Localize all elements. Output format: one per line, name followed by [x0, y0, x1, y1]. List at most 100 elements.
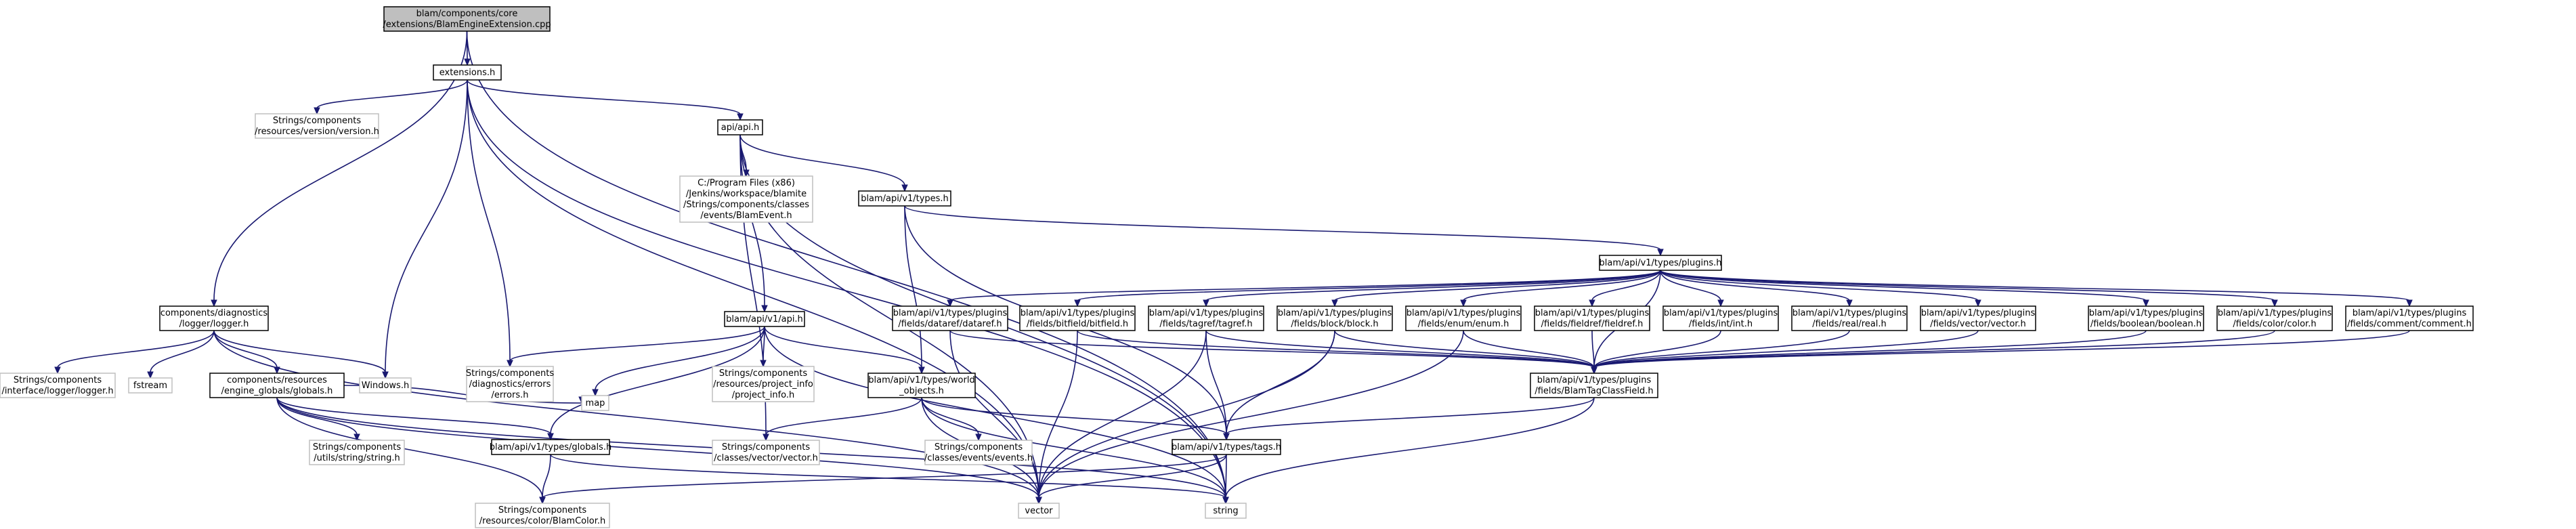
edge-arrowhead	[1331, 299, 1338, 308]
node-tags-h[interactable]: blam/api/v1/types/tags.h	[1172, 439, 1281, 455]
node-color-h[interactable]: blam/api/v1/types/plugins/fields/color/c…	[2216, 305, 2333, 331]
edge-line	[1660, 270, 2147, 301]
edge-line	[1226, 397, 1595, 435]
node-blamtagclassfield-h[interactable]: blam/api/v1/types/plugins/fields/BlamTag…	[1530, 373, 1658, 398]
edge-line	[1334, 330, 1595, 368]
node-label: blam/api/v1/types/plugins	[1278, 308, 1392, 318]
edge-line	[1463, 270, 1661, 301]
node-label: /interface/logger/logger.h	[1, 386, 113, 396]
node-label: blam/api/v1/types/plugins	[2218, 308, 2332, 318]
node-windows-h: Windows.h	[359, 377, 412, 394]
node-label: /resources/version/version.h	[255, 127, 379, 137]
node-box	[1662, 305, 1779, 331]
edge-arrowhead	[947, 299, 953, 308]
node-box	[128, 377, 173, 394]
node-label: /errors.h	[492, 390, 529, 400]
dependency-edge	[1035, 330, 1464, 505]
node-comment-h[interactable]: blam/api/v1/types/plugins/fields/comment…	[2345, 305, 2474, 331]
node-api-h[interactable]: api/api.h	[717, 119, 763, 135]
dependency-edge	[921, 397, 1230, 441]
node-real-h[interactable]: blam/api/v1/types/plugins/fields/real/re…	[1791, 305, 1908, 331]
node-label: /fields/enum/enum.h	[1418, 319, 1509, 329]
node-bitfield-h[interactable]: blam/api/v1/types/plugins/fields/bitfiel…	[1019, 305, 1136, 331]
node-globals-h[interactable]: blam/api/v1/types/globals.h	[490, 439, 611, 455]
dependency-edge	[1660, 270, 1853, 308]
node-box	[383, 6, 551, 32]
dependency-edge	[1591, 330, 1850, 375]
node-box	[255, 113, 379, 139]
dependency-edge	[949, 330, 1597, 375]
edge-arrowhead	[353, 433, 360, 442]
node-label: /fields/boolean/boolean.h	[2090, 319, 2202, 329]
dependency-edge	[1591, 330, 1721, 375]
dependency-edge	[507, 326, 765, 368]
edge-arrowhead	[2271, 299, 2278, 308]
node-version-h: Strings/components/resources/version/ver…	[255, 113, 379, 139]
edge-arrowhead	[763, 433, 769, 442]
node-root[interactable]: blam/components/core/extensions/BlamEngi…	[383, 6, 551, 32]
dependency-edge	[1660, 270, 1981, 308]
node-label: /Strings/components/classes	[683, 200, 809, 210]
node-box	[717, 119, 763, 135]
node-block-h[interactable]: blam/api/v1/types/plugins/fields/block/b…	[1276, 305, 1393, 331]
node-label: blam/api/v1/types/plugins	[1921, 308, 2036, 318]
node-enum-h[interactable]: blam/api/v1/types/plugins/fields/enum/en…	[1405, 305, 1522, 331]
node-label: /classes/events/events.h	[924, 453, 1033, 463]
edge-line	[1593, 330, 2275, 368]
edge-arrowhead	[760, 360, 767, 368]
edge-arrowhead	[547, 433, 554, 441]
node-label: /classes/vector/vector.h	[714, 453, 818, 463]
node-label: /fields/fieldref/fieldref.h	[1541, 319, 1644, 329]
node-box	[1205, 503, 1247, 519]
node-label: /resources/project_info	[713, 379, 813, 389]
dependency-edge	[539, 454, 1227, 505]
node-label: Strings/components	[14, 375, 102, 385]
node-v1api-h[interactable]: blam/api/v1/api.h	[724, 311, 805, 327]
node-logger-h[interactable]: components/diagnostics/logger/logger.h	[159, 305, 269, 331]
node-events-h: Strings/components/classes/events/events…	[924, 440, 1033, 465]
dependency-edge	[1223, 397, 1595, 441]
edge-line	[904, 205, 1661, 251]
node-label: blam/api/v1/types/plugins	[2353, 308, 2467, 318]
node-box	[475, 503, 610, 528]
node-fstream: fstream	[128, 377, 173, 394]
node-box	[2088, 305, 2204, 331]
edge-line	[385, 79, 468, 373]
node-box	[924, 440, 1033, 465]
dependency-edge	[1463, 330, 1597, 375]
edge-arrowhead	[147, 371, 154, 379]
edge-arrowhead	[1975, 299, 1981, 308]
dependency-edge	[1460, 270, 1661, 308]
edge-line	[921, 397, 1226, 499]
node-box	[0, 373, 116, 398]
node-world-objects-h[interactable]: blam/api/v1/types/world_objects.h	[867, 373, 976, 398]
edge-arrowhead	[1591, 366, 1597, 375]
nodes-layer: blam/components/core/extensions/BlamEngi…	[0, 6, 2474, 528]
dependency-edge	[1589, 270, 1661, 308]
node-plugins-h[interactable]: blam/api/v1/types/plugins.h	[1599, 255, 1722, 271]
dependency-edge	[467, 79, 513, 368]
edge-line	[1660, 270, 2410, 301]
edge-line	[1660, 270, 1850, 301]
dependency-edge	[1331, 270, 1661, 308]
node-fieldref-h[interactable]: blam/api/v1/types/plugins/fields/fieldre…	[1534, 305, 1650, 331]
node-vector-fld-h[interactable]: blam/api/v1/types/plugins/fields/vector/…	[1920, 305, 2036, 331]
node-dataref-h[interactable]: blam/api/v1/types/plugins/fields/dataref…	[892, 305, 1008, 331]
edge-arrowhead	[918, 366, 925, 375]
node-tagref-h[interactable]: blam/api/v1/types/plugins/fields/tagref/…	[1148, 305, 1264, 331]
node-label: /fields/BlamTagClassField.h	[1534, 386, 1653, 396]
dependency-edge	[547, 326, 765, 441]
node-boolean-h[interactable]: blam/api/v1/types/plugins/fields/boolean…	[2088, 305, 2204, 331]
node-box	[209, 373, 345, 398]
node-label: blam/api/v1/types/tags.h	[1172, 442, 1281, 452]
node-label: /fields/int/int.h	[1689, 319, 1753, 329]
node-globals-eng-h[interactable]: components/resources/engine_globals/glob…	[209, 373, 345, 398]
node-label: /utils/string/string.h	[314, 453, 400, 463]
node-label: blam/api/v1/types/globals.h	[490, 442, 611, 452]
node-extensions-h[interactable]: extensions.h	[433, 64, 502, 81]
edge-arrowhead	[975, 433, 982, 442]
node-int-h[interactable]: blam/api/v1/types/plugins/fields/int/int…	[1662, 305, 1779, 331]
dependency-edge	[1660, 270, 2413, 308]
node-v1types-h[interactable]: blam/api/v1/types.h	[858, 190, 951, 207]
dependency-edge	[276, 397, 360, 442]
